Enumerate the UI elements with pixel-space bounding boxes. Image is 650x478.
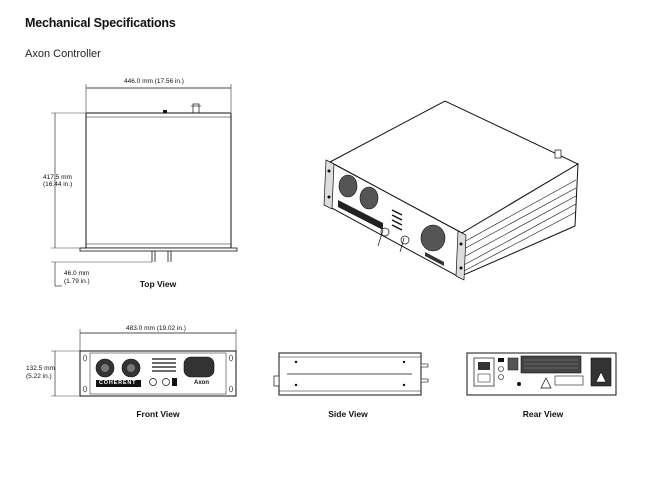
top-depth-mm-label: 417.5 mm: [43, 174, 72, 181]
top-width-label: 446.0 mm (17.56 in.): [124, 78, 184, 85]
top-depth-in-label: (16.44 in.): [43, 181, 73, 188]
front-view-caption: Front View: [136, 409, 180, 419]
rear-protrusion-mm-label: 46.0 mm: [64, 270, 90, 277]
side-view-caption: Side View: [328, 409, 368, 419]
rear-view-caption: Rear View: [522, 409, 564, 419]
front-height-in-label: (5.22 in.): [26, 373, 52, 380]
front-logo-text: COHERENT: [99, 379, 137, 386]
front-width-label: 483.0 mm (19.02 in.): [126, 325, 186, 332]
front-height-mm-label: 132.5 mm: [26, 365, 55, 372]
rear-protrusion-in-label: (1.79 in.): [64, 278, 90, 285]
page-title: Mechanical Specifications: [25, 16, 176, 30]
front-product-text: Axon: [194, 380, 209, 386]
product-subtitle: Axon Controller: [25, 48, 101, 60]
top-view-caption: Top View: [139, 279, 177, 289]
